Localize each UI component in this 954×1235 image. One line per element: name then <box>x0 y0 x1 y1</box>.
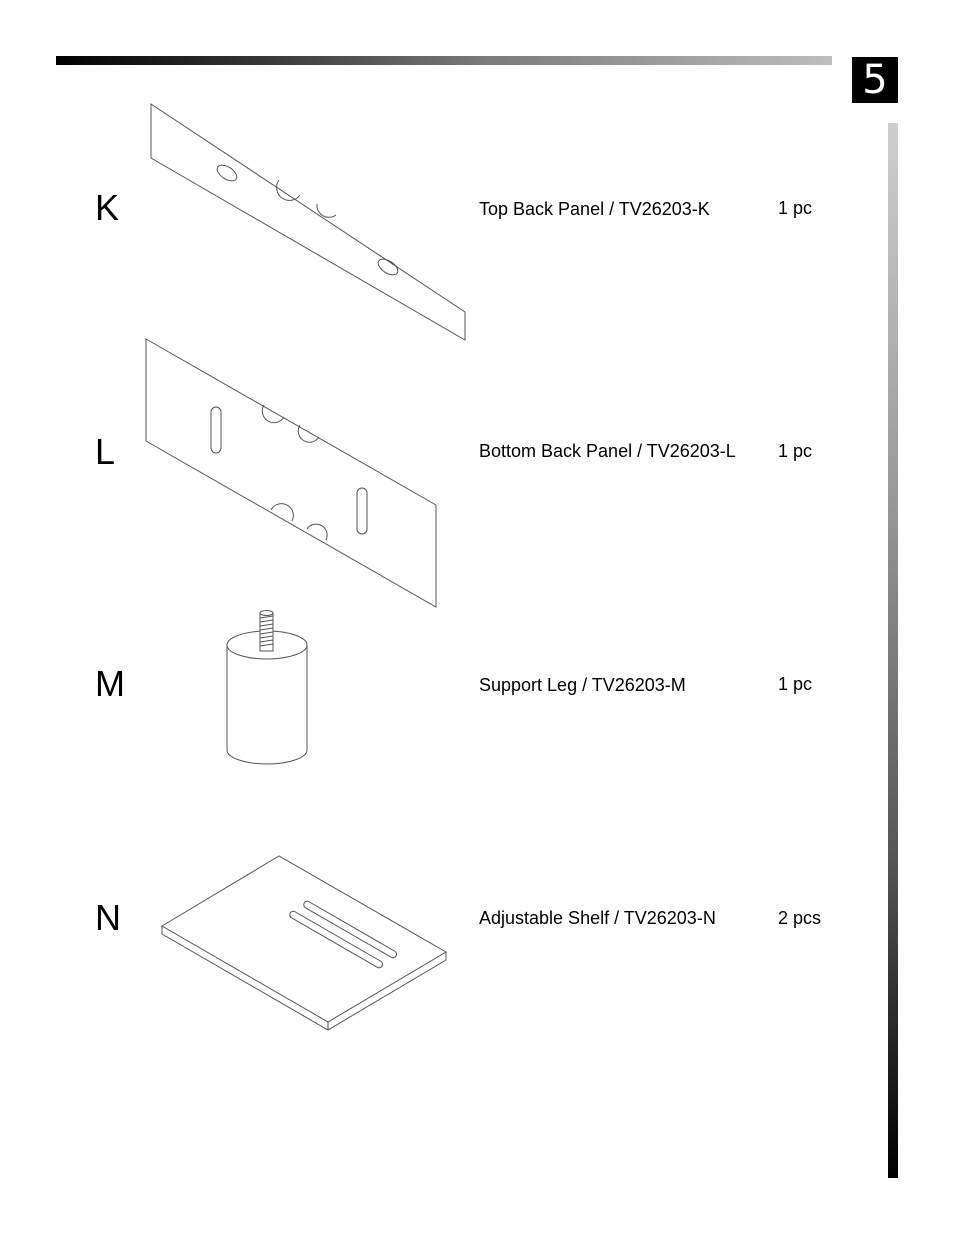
header-rule <box>56 56 832 65</box>
part-description-k: Top Back Panel / TV26203-K <box>479 199 710 219</box>
page-number-box: 5 <box>852 57 898 103</box>
part-letter-l: L <box>95 431 116 472</box>
part-letter-k: K <box>95 187 120 228</box>
part-letter-m: M <box>95 663 125 704</box>
part-description-n: Adjustable Shelf / TV26203-N <box>479 908 716 928</box>
part-letter-n: N <box>95 897 121 938</box>
part-quantity-k: 1 pc <box>778 198 813 218</box>
top-back-panel-drawing <box>150 103 466 341</box>
part-quantity-n: 2 pcs <box>778 908 822 928</box>
bottom-back-panel-drawing <box>145 338 437 608</box>
side-rule <box>888 123 898 1178</box>
page-number: 5 <box>862 57 888 103</box>
part-quantity-m: 1 pc <box>778 674 813 694</box>
adjustable-shelf-drawing <box>161 855 447 1031</box>
part-quantity-l: 1 pc <box>778 441 813 461</box>
part-description-m: Support Leg / TV26203-M <box>479 675 686 695</box>
support-leg-drawing <box>226 610 308 765</box>
part-description-l: Bottom Back Panel / TV26203-L <box>479 441 736 461</box>
